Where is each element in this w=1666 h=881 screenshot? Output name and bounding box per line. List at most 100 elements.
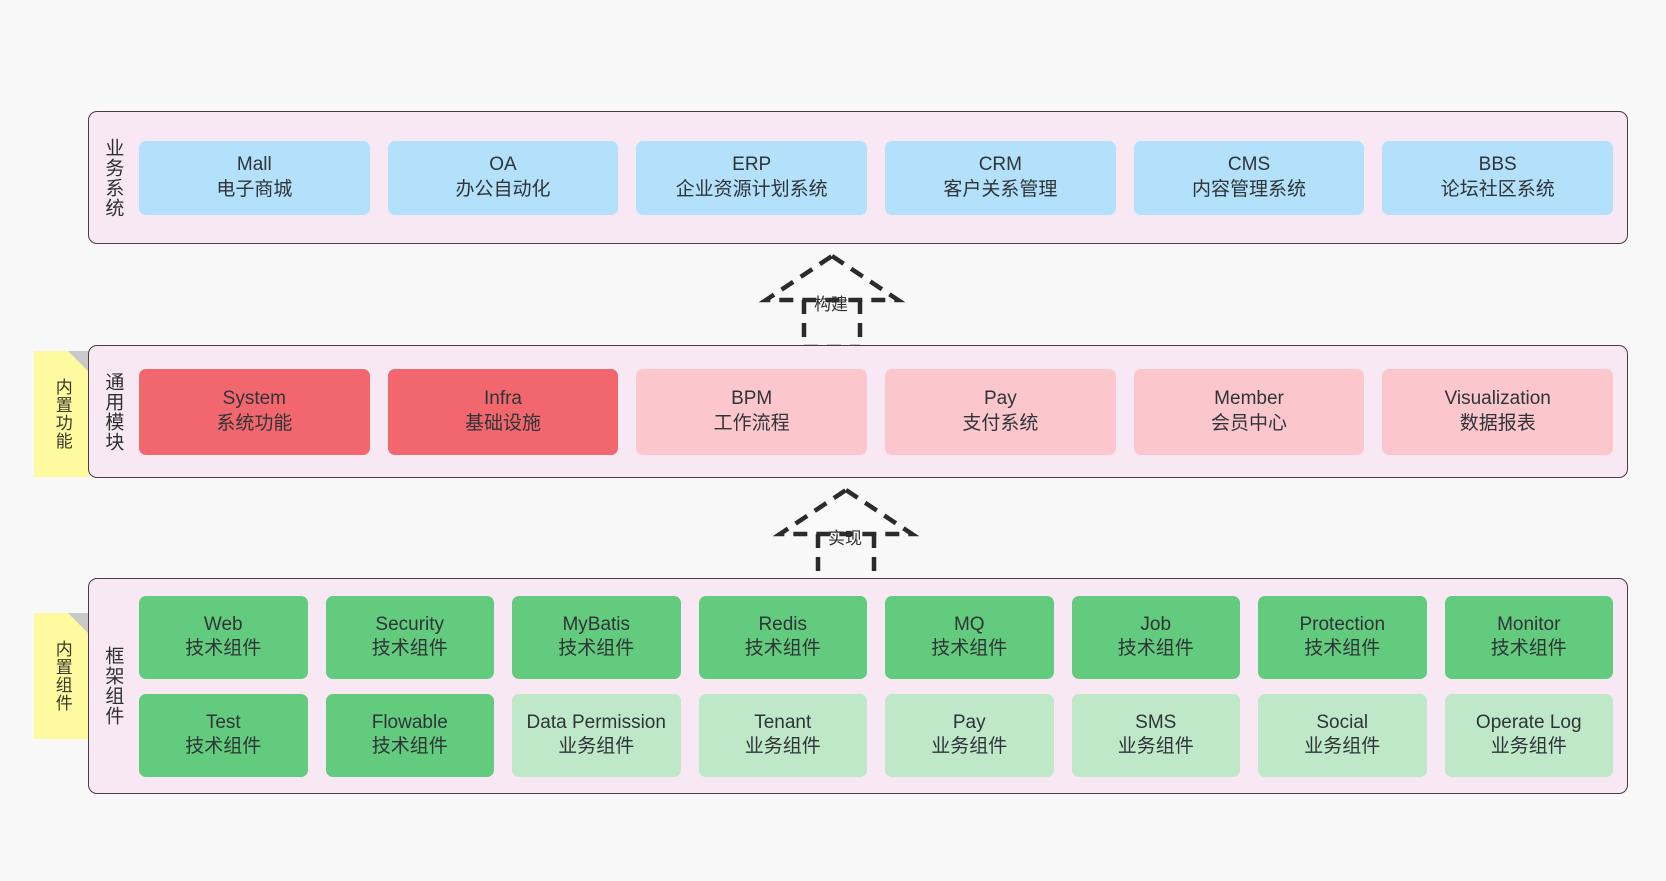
framework-card-data-permission[interactable]: Data Permission 业务组件 — [512, 693, 681, 777]
common-card-system[interactable]: System 系统功能 — [139, 368, 370, 455]
card-name: Visualization — [1444, 388, 1551, 410]
card-name: System — [222, 388, 287, 410]
note-fold-icon — [68, 351, 89, 372]
framework-card-operate-log[interactable]: Operate Log 业务组件 — [1444, 693, 1613, 777]
business-card-bbs[interactable]: BBS 论坛社区系统 — [1382, 140, 1614, 215]
framework-card-flowable[interactable]: Flowable 技术组件 — [325, 693, 494, 777]
arrow-implement: 实现 — [766, 486, 926, 584]
card-desc: 业务组件 — [931, 736, 1008, 757]
card-desc: 业务组件 — [1304, 736, 1381, 757]
framework-card-test[interactable]: Test 技术组件 — [139, 693, 308, 777]
arrow-implement-label: 实现 — [828, 529, 862, 548]
business-row: Mall 电子商城 OA 办公自动化 ERP 企业资源计划系统 CRM 客户关系… — [139, 140, 1614, 215]
note-fold-icon — [68, 613, 89, 634]
framework-card-job[interactable]: Job 技术组件 — [1071, 595, 1240, 679]
card-desc: 业务组件 — [1490, 736, 1567, 757]
framework-card-monitor[interactable]: Monitor 技术组件 — [1444, 595, 1613, 679]
card-name: Data Permission — [526, 711, 666, 733]
framework-card-social[interactable]: Social 业务组件 — [1258, 693, 1427, 777]
layer-business-system: 业务系统 Mall 电子商城 OA 办公自动化 ERP 企业资源计划系统 CRM… — [88, 111, 1628, 244]
card-name: Monitor — [1497, 613, 1561, 635]
common-card-pay[interactable]: Pay 支付系统 — [885, 368, 1116, 455]
layer-common-title: 通用模块 — [102, 371, 124, 452]
card-name: Mall — [236, 154, 272, 176]
common-card-infra[interactable]: Infra 基础设施 — [387, 368, 619, 455]
arrow-build: 构建 — [752, 252, 912, 350]
card-desc: 技术组件 — [1490, 638, 1567, 659]
layer-framework-title: 框架组件 — [102, 646, 124, 726]
framework-card-redis[interactable]: Redis 技术组件 — [698, 595, 867, 679]
framework-card-sms[interactable]: SMS 业务组件 — [1071, 693, 1240, 777]
card-name: Pay — [983, 388, 1017, 410]
card-desc: 技术组件 — [185, 638, 262, 659]
framework-card-mq[interactable]: MQ 技术组件 — [885, 595, 1054, 679]
card-desc: 客户关系管理 — [943, 178, 1058, 200]
card-name: Web — [203, 613, 243, 635]
framework-card-pay[interactable]: Pay 业务组件 — [885, 693, 1054, 777]
card-desc: 办公自动化 — [455, 178, 551, 200]
business-card-erp[interactable]: ERP 企业资源计划系统 — [636, 140, 868, 215]
card-name: BPM — [731, 388, 773, 410]
card-name: Operate Log — [1475, 711, 1582, 733]
card-desc: 技术组件 — [1117, 638, 1194, 659]
card-name: ERP — [732, 154, 772, 176]
card-desc: 技术组件 — [931, 638, 1008, 659]
card-name: SMS — [1135, 711, 1177, 733]
card-name: CRM — [978, 154, 1022, 176]
card-desc: 业务组件 — [558, 736, 635, 757]
card-name: Member — [1214, 388, 1284, 410]
card-name: MyBatis — [562, 613, 631, 635]
common-card-member[interactable]: Member 会员中心 — [1133, 368, 1365, 455]
business-card-crm[interactable]: CRM 客户关系管理 — [885, 140, 1116, 215]
business-card-cms[interactable]: CMS 内容管理系统 — [1133, 140, 1365, 215]
layer-business-title: 业务系统 — [102, 137, 124, 218]
note-builtin-component: 内置组件 — [34, 613, 89, 739]
card-name: Job — [1140, 613, 1172, 635]
layer-framework-body: Web 技术组件 Security 技术组件 MyBatis 技术组件 Redi… — [135, 579, 1627, 793]
card-name: Test — [205, 711, 241, 733]
card-desc: 论坛社区系统 — [1440, 178, 1555, 200]
layer-common-body: System 系统功能 Infra 基础设施 BPM 工作流程 Pay 支付系统… — [135, 346, 1627, 477]
card-desc: 会员中心 — [1211, 412, 1288, 434]
note-component-text: 内置组件 — [52, 640, 72, 712]
card-desc: 业务组件 — [744, 736, 821, 757]
card-name: Pay — [952, 711, 986, 733]
framework-card-tenant[interactable]: Tenant 业务组件 — [698, 693, 867, 777]
business-card-oa[interactable]: OA 办公自动化 — [387, 140, 619, 215]
business-card-mall[interactable]: Mall 电子商城 — [139, 140, 370, 215]
card-desc: 业务组件 — [1117, 736, 1194, 757]
card-desc: 技术组件 — [744, 638, 821, 659]
card-name: OA — [489, 154, 517, 176]
card-desc: 内容管理系统 — [1192, 178, 1307, 200]
card-desc: 技术组件 — [371, 638, 448, 659]
layer-business-body: Mall 电子商城 OA 办公自动化 ERP 企业资源计划系统 CRM 客户关系… — [135, 112, 1627, 243]
card-desc: 电子商城 — [216, 178, 293, 200]
common-card-bpm[interactable]: BPM 工作流程 — [636, 368, 868, 455]
framework-card-security[interactable]: Security 技术组件 — [325, 595, 494, 679]
card-desc: 数据报表 — [1459, 412, 1536, 434]
layer-common-module: 通用模块 System 系统功能 Infra 基础设施 BPM 工作流程 Pay… — [88, 345, 1628, 478]
framework-row-business: Test 技术组件 Flowable 技术组件 Data Permission … — [139, 693, 1613, 777]
card-desc: 技术组件 — [558, 638, 635, 659]
framework-card-mybatis[interactable]: MyBatis 技术组件 — [512, 595, 681, 679]
card-name: BBS — [1478, 154, 1517, 176]
card-name: Flowable — [371, 711, 448, 733]
note-builtin-feature: 内置功能 — [34, 351, 89, 477]
card-desc: 工作流程 — [713, 412, 790, 434]
framework-card-web[interactable]: Web 技术组件 — [139, 595, 308, 679]
layer-framework-component: 框架组件 Web 技术组件 Security 技术组件 MyBatis 技术组件… — [88, 578, 1628, 794]
card-desc: 支付系统 — [962, 412, 1039, 434]
note-feature-text: 内置功能 — [52, 378, 72, 450]
framework-card-protection[interactable]: Protection 技术组件 — [1258, 595, 1427, 679]
card-name: MQ — [953, 613, 985, 635]
card-name: Security — [375, 613, 445, 635]
framework-row-tech: Web 技术组件 Security 技术组件 MyBatis 技术组件 Redi… — [139, 595, 1613, 679]
card-desc: 技术组件 — [185, 736, 262, 757]
card-name: Tenant — [754, 711, 812, 733]
card-name: Protection — [1299, 613, 1386, 635]
card-desc: 技术组件 — [1304, 638, 1381, 659]
common-card-visualization[interactable]: Visualization 数据报表 — [1382, 368, 1614, 455]
card-desc: 技术组件 — [371, 736, 448, 757]
common-row: System 系统功能 Infra 基础设施 BPM 工作流程 Pay 支付系统… — [139, 368, 1614, 455]
